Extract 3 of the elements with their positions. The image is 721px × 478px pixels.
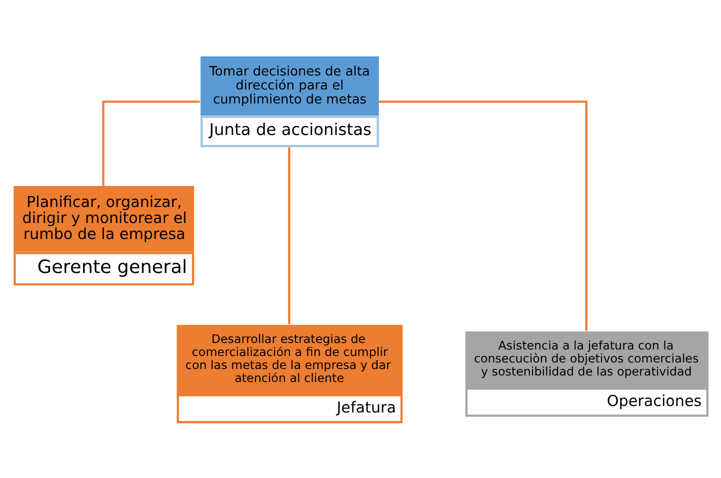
connector bbox=[102, 100, 200, 186]
connector bbox=[378, 100, 588, 330]
connector bbox=[288, 146, 290, 324]
